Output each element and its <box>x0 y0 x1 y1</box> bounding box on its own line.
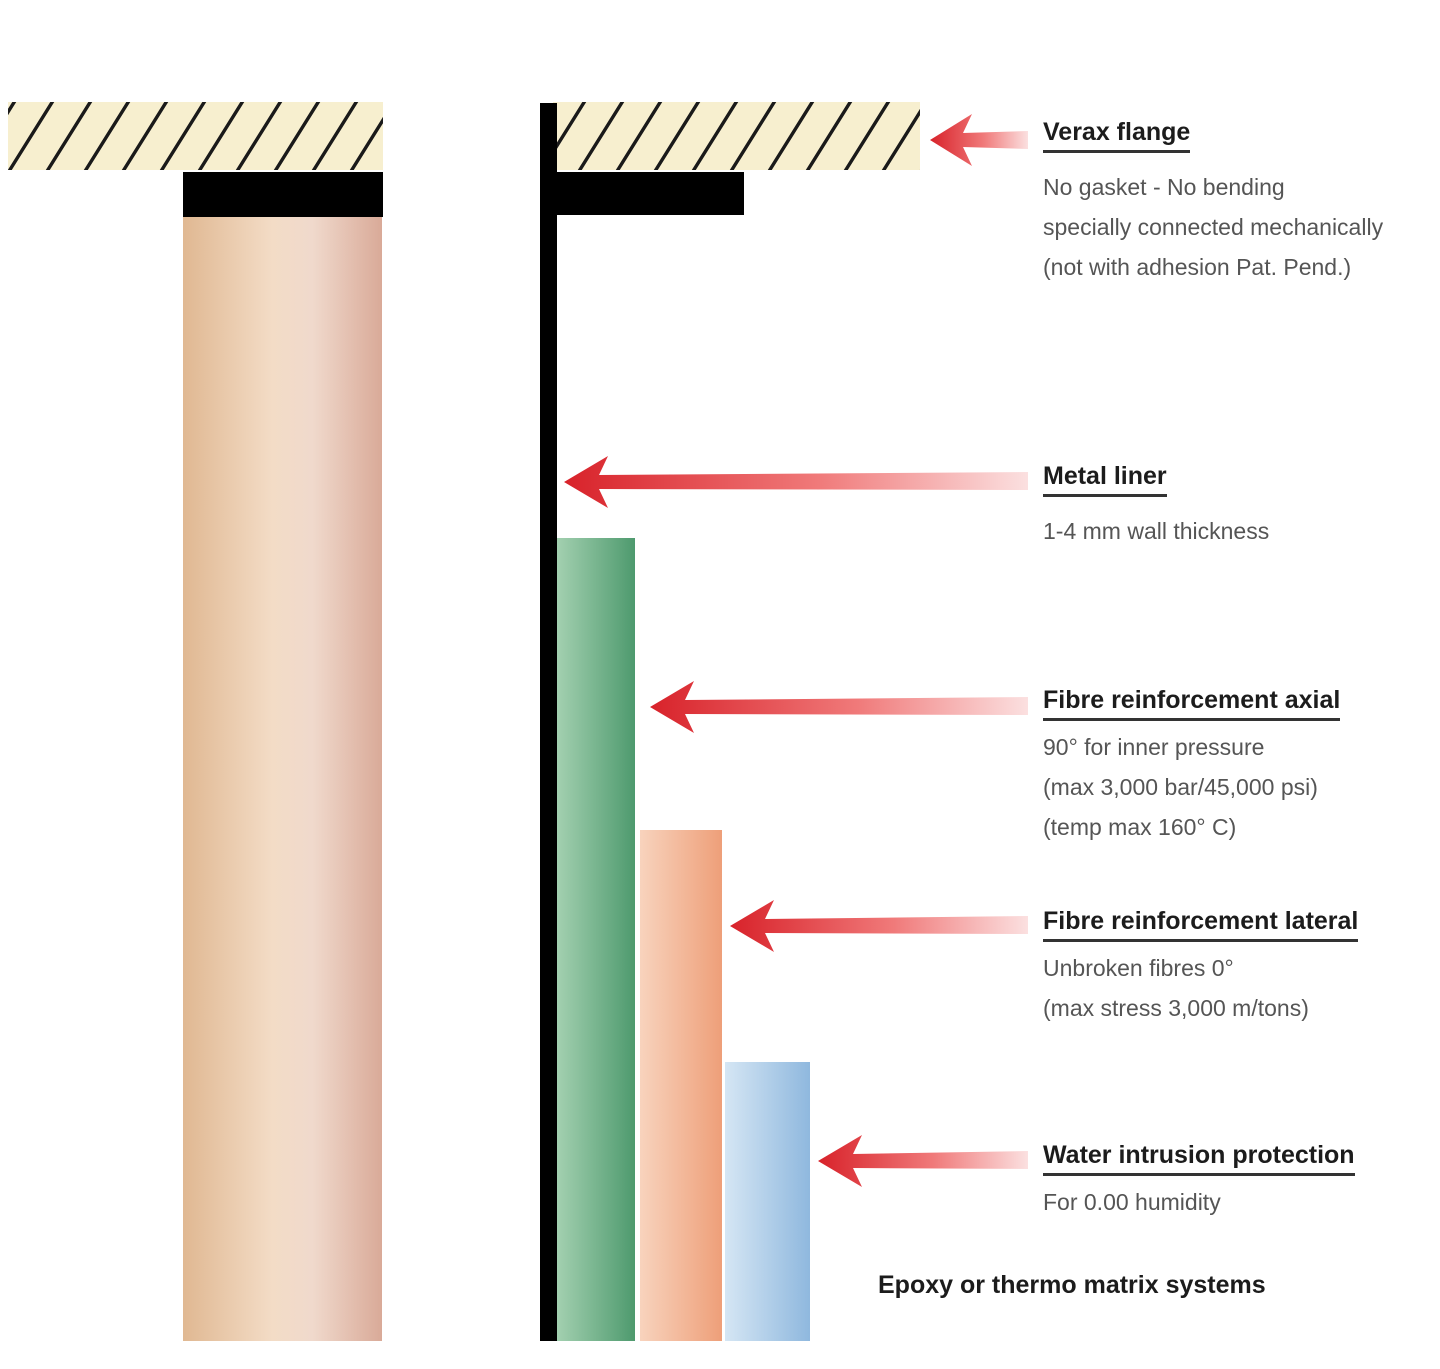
metal-liner <box>540 103 557 1341</box>
liner-line-1: 1-4 mm wall thickness <box>1043 518 1270 544</box>
flange-line-3: (not with adhesion Pat. Pend.) <box>1043 254 1352 280</box>
matrix-systems-note: Epoxy or thermo matrix systems <box>878 1271 1266 1299</box>
water-arrow-icon <box>818 1135 1028 1187</box>
liner-label: Metal liner 1-4 mm wall thickness <box>1043 462 1269 551</box>
liner-arrow-icon <box>564 456 1028 508</box>
flange-label: Verax flange No gasket - No bending spec… <box>1043 118 1383 287</box>
flange-line-2: specially connected mechanically <box>1043 214 1384 240</box>
left-pipe <box>183 217 382 1341</box>
axial-arrow <box>650 681 1028 733</box>
lateral-label: Fibre reinforcement lateral Unbroken fib… <box>1043 907 1359 1028</box>
fibre-lateral-layer <box>640 830 722 1341</box>
flange-title: Verax flange <box>1043 118 1191 153</box>
left-flange <box>183 172 383 217</box>
lateral-line-2: (max stress 3,000 m/tons) <box>1043 995 1309 1021</box>
axial-line-1: 90° for inner pressure <box>1043 734 1265 760</box>
axial-arrow-icon <box>650 681 1028 733</box>
left-assembly <box>8 102 383 1341</box>
flange-line-1: No gasket - No bending <box>1043 174 1285 200</box>
left-hatched-wall <box>8 102 383 170</box>
lateral-arrow-icon <box>730 900 1028 952</box>
right-hatched-wall <box>553 102 920 170</box>
axial-label: Fibre reinforcement axial 90° for inner … <box>1043 686 1341 847</box>
axial-line-2: (max 3,000 bar/45,000 psi) <box>1043 774 1318 800</box>
lateral-arrow <box>730 900 1028 952</box>
verax-flange <box>540 172 744 215</box>
water-line-1: For 0.00 humidity <box>1043 1189 1221 1215</box>
water-label: Water intrusion protection For 0.00 humi… <box>1043 1141 1355 1222</box>
water-title: Water intrusion protection <box>1043 1141 1355 1176</box>
flange-arrow-icon <box>930 114 1028 166</box>
flange-arrow <box>930 114 1028 166</box>
right-assembly <box>540 102 920 1341</box>
liner-title: Metal liner <box>1043 462 1167 497</box>
fibre-axial-layer <box>557 538 635 1341</box>
axial-title: Fibre reinforcement axial <box>1043 686 1341 721</box>
liner-arrow <box>564 456 1028 508</box>
lateral-line-1: Unbroken fibres 0° <box>1043 955 1234 981</box>
axial-line-3: (temp max 160° C) <box>1043 814 1237 840</box>
water-arrow <box>818 1135 1028 1187</box>
water-protection-layer <box>725 1062 810 1341</box>
lateral-title: Fibre reinforcement lateral <box>1043 907 1359 942</box>
